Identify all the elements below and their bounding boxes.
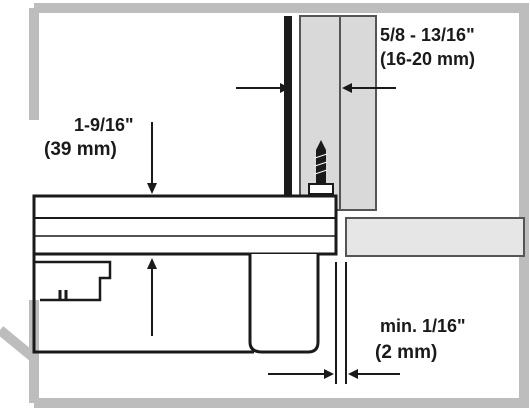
- min-gap-arrows: [268, 262, 400, 384]
- appliance-top-slab: [32, 194, 338, 256]
- height-label: 1-9/16": [74, 115, 134, 135]
- height-mm-label: (39 mm): [44, 139, 117, 160]
- cabinet-gap-label: 5/8 - 13/16": [380, 25, 475, 45]
- frame-cut-corner: [0, 326, 38, 362]
- frame-border: [34, 3, 529, 408]
- appliance-foot: [248, 254, 320, 354]
- height-arrows: [147, 122, 157, 336]
- cabinet-gap-mm-label: (16-20 mm): [380, 49, 476, 69]
- screw-icon: [308, 140, 334, 195]
- appliance-lower-body: [32, 254, 254, 354]
- min-gap-mm-label: (2 mm): [375, 342, 438, 363]
- appliance-bracket: [34, 260, 112, 302]
- cabinet-gap-arrows: [236, 83, 396, 93]
- cabinet-side-panel: [299, 15, 377, 211]
- adjacent-shelf: [345, 217, 525, 257]
- min-gap-label: min. 1/16": [380, 316, 466, 336]
